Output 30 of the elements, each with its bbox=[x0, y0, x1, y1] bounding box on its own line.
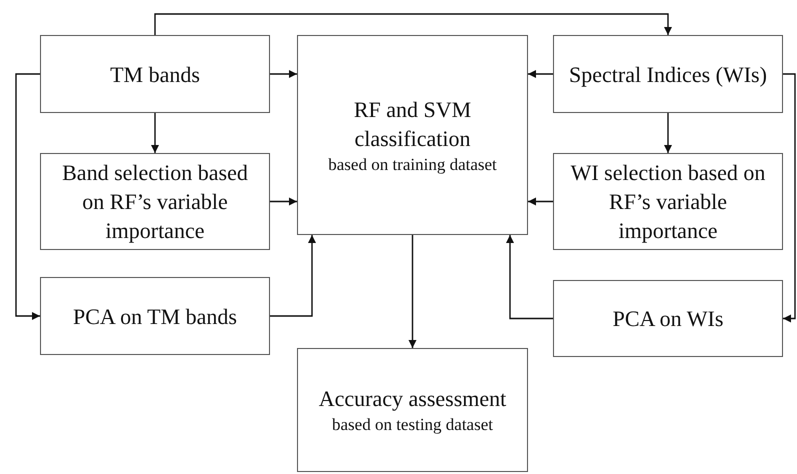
arrow bbox=[408, 235, 416, 348]
process-box bbox=[40, 277, 270, 355]
box-title: Band selection based on RF’s variable importance bbox=[61, 159, 249, 245]
process-box bbox=[553, 280, 783, 357]
process-box bbox=[297, 348, 528, 472]
box-title: Accuracy assessment bbox=[318, 385, 506, 413]
box-title: PCA on TM bands bbox=[72, 302, 237, 330]
arrow bbox=[15, 73, 40, 320]
arrow bbox=[528, 70, 553, 78]
process-box bbox=[40, 35, 270, 113]
arrow bbox=[664, 113, 672, 153]
arrow bbox=[151, 113, 159, 153]
process-box bbox=[40, 153, 270, 250]
arrow bbox=[154, 13, 672, 35]
process-box bbox=[297, 35, 528, 235]
arrow bbox=[528, 198, 553, 206]
box-subtitle: based on training dataset bbox=[328, 154, 497, 176]
box-subtitle: based on testing dataset bbox=[332, 414, 493, 436]
box-title: RF and SVM classification bbox=[352, 96, 472, 152]
box-title: PCA on WIs bbox=[612, 305, 724, 333]
arrow bbox=[270, 235, 316, 317]
arrow bbox=[270, 70, 297, 78]
box-title: TM bands bbox=[110, 60, 200, 88]
arrow bbox=[783, 73, 796, 322]
arrow bbox=[506, 235, 553, 320]
box-title: WI selection based on RF’s variable importance bbox=[570, 159, 766, 245]
arrow bbox=[270, 198, 297, 206]
box-title: Spectral Indices (WIs) bbox=[569, 60, 767, 88]
process-box bbox=[553, 153, 783, 250]
process-box bbox=[553, 35, 783, 113]
